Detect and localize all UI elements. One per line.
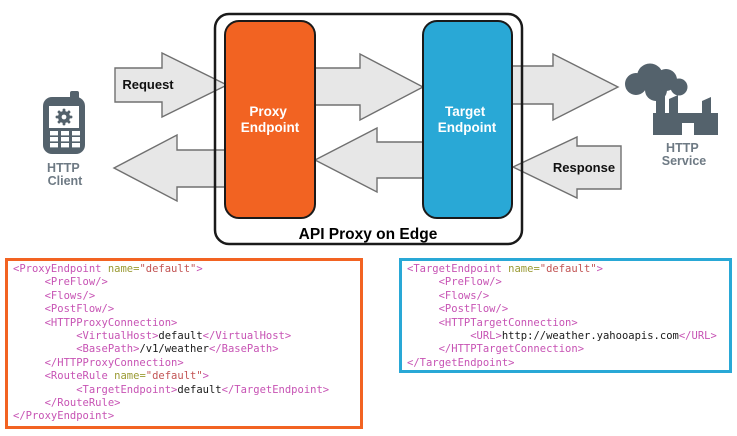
response-to-client-arrow [112,133,227,203]
code-line: <TargetEndpoint name="default"> [407,263,603,275]
http-client-label-line2: Client [48,174,84,188]
code-line: <URL>http://weather.yahooapis.com</URL> [470,330,717,343]
code-line: <Flows/> [438,289,490,302]
phone-keypad [50,131,80,148]
http-client-label-line1: HTTP [47,161,79,175]
response-arrow-label: Response [553,160,615,175]
code-line: </HTTPTargetConnection> [438,343,585,356]
code-line: <Flows/> [44,289,96,302]
response-from-service-arrow [511,135,622,200]
code-line: <PostFlow/> [438,303,509,316]
proxy-endpoint-code-box: <ProxyEndpoint name="default"> <PreFlow/… [5,258,363,429]
proxy-endpoint-label: Proxy Endpoint [241,104,300,135]
http-service-label-line2: Service [662,154,707,168]
http-service-label: HTTP Service [662,141,707,168]
factory-building [653,95,718,135]
proxy-endpoint-code: <ProxyEndpoint name="default"> <PreFlow/… [13,263,355,424]
target-to-service-arrow [511,52,620,122]
code-line: </TargetEndpoint> [407,356,515,369]
code-line: </RouteRule> [44,397,121,410]
code-line: <BasePath>/v1/weather</BasePath> [76,343,279,356]
proxy-to-target-arrow [314,52,425,122]
proxy-endpoint-label-line1: Proxy [249,104,287,119]
http-client-label: HTTP Client [47,161,83,188]
proxy-flow-diagram: API Proxy on Edge Proxy Endpoint Target … [43,12,718,246]
cloud-puff [670,78,688,96]
code-line: <PreFlow/> [44,276,108,289]
code-line: <PostFlow/> [44,303,115,316]
target-endpoint-code-box: <TargetEndpoint name="default"> <PreFlow… [399,258,732,373]
http-service-label-line1: HTTP [666,141,698,155]
code-line: </ProxyEndpoint> [13,410,115,423]
target-endpoint-label-line2: Endpoint [438,120,497,135]
code-line: <TargetEndpoint>default</TargetEndpoint> [76,383,330,396]
target-endpoint-code: <TargetEndpoint name="default"> <PreFlow… [407,263,724,370]
code-line: <HTTPProxyConnection> [44,316,178,329]
request-arrow-label: Request [122,77,174,92]
api-proxy-container-border [213,12,524,246]
cloud-puff [645,79,667,101]
code-line: </HTTPProxyConnection> [44,356,184,369]
gear-icon [55,108,73,126]
container-title: API Proxy on Edge [299,226,438,243]
code-line: <VirtualHost>default</VirtualHost> [76,330,292,343]
target-to-proxy-arrow [313,126,425,194]
factory-icon [625,63,718,135]
phone-icon [43,91,85,154]
code-line: <RouteRule name="default"> [44,370,209,383]
proxy-endpoint-label-line2: Endpoint [241,120,300,135]
request-arrow [114,51,229,119]
target-endpoint-label-line1: Target [445,104,486,119]
code-line: <PreFlow/> [438,276,502,289]
target-endpoint-box [422,20,513,219]
code-line: <ProxyEndpoint name="default"> [13,263,203,275]
code-line: <HTTPTargetConnection> [438,316,578,329]
target-endpoint-label: Target Endpoint [438,104,497,135]
proxy-endpoint-box [224,20,316,219]
